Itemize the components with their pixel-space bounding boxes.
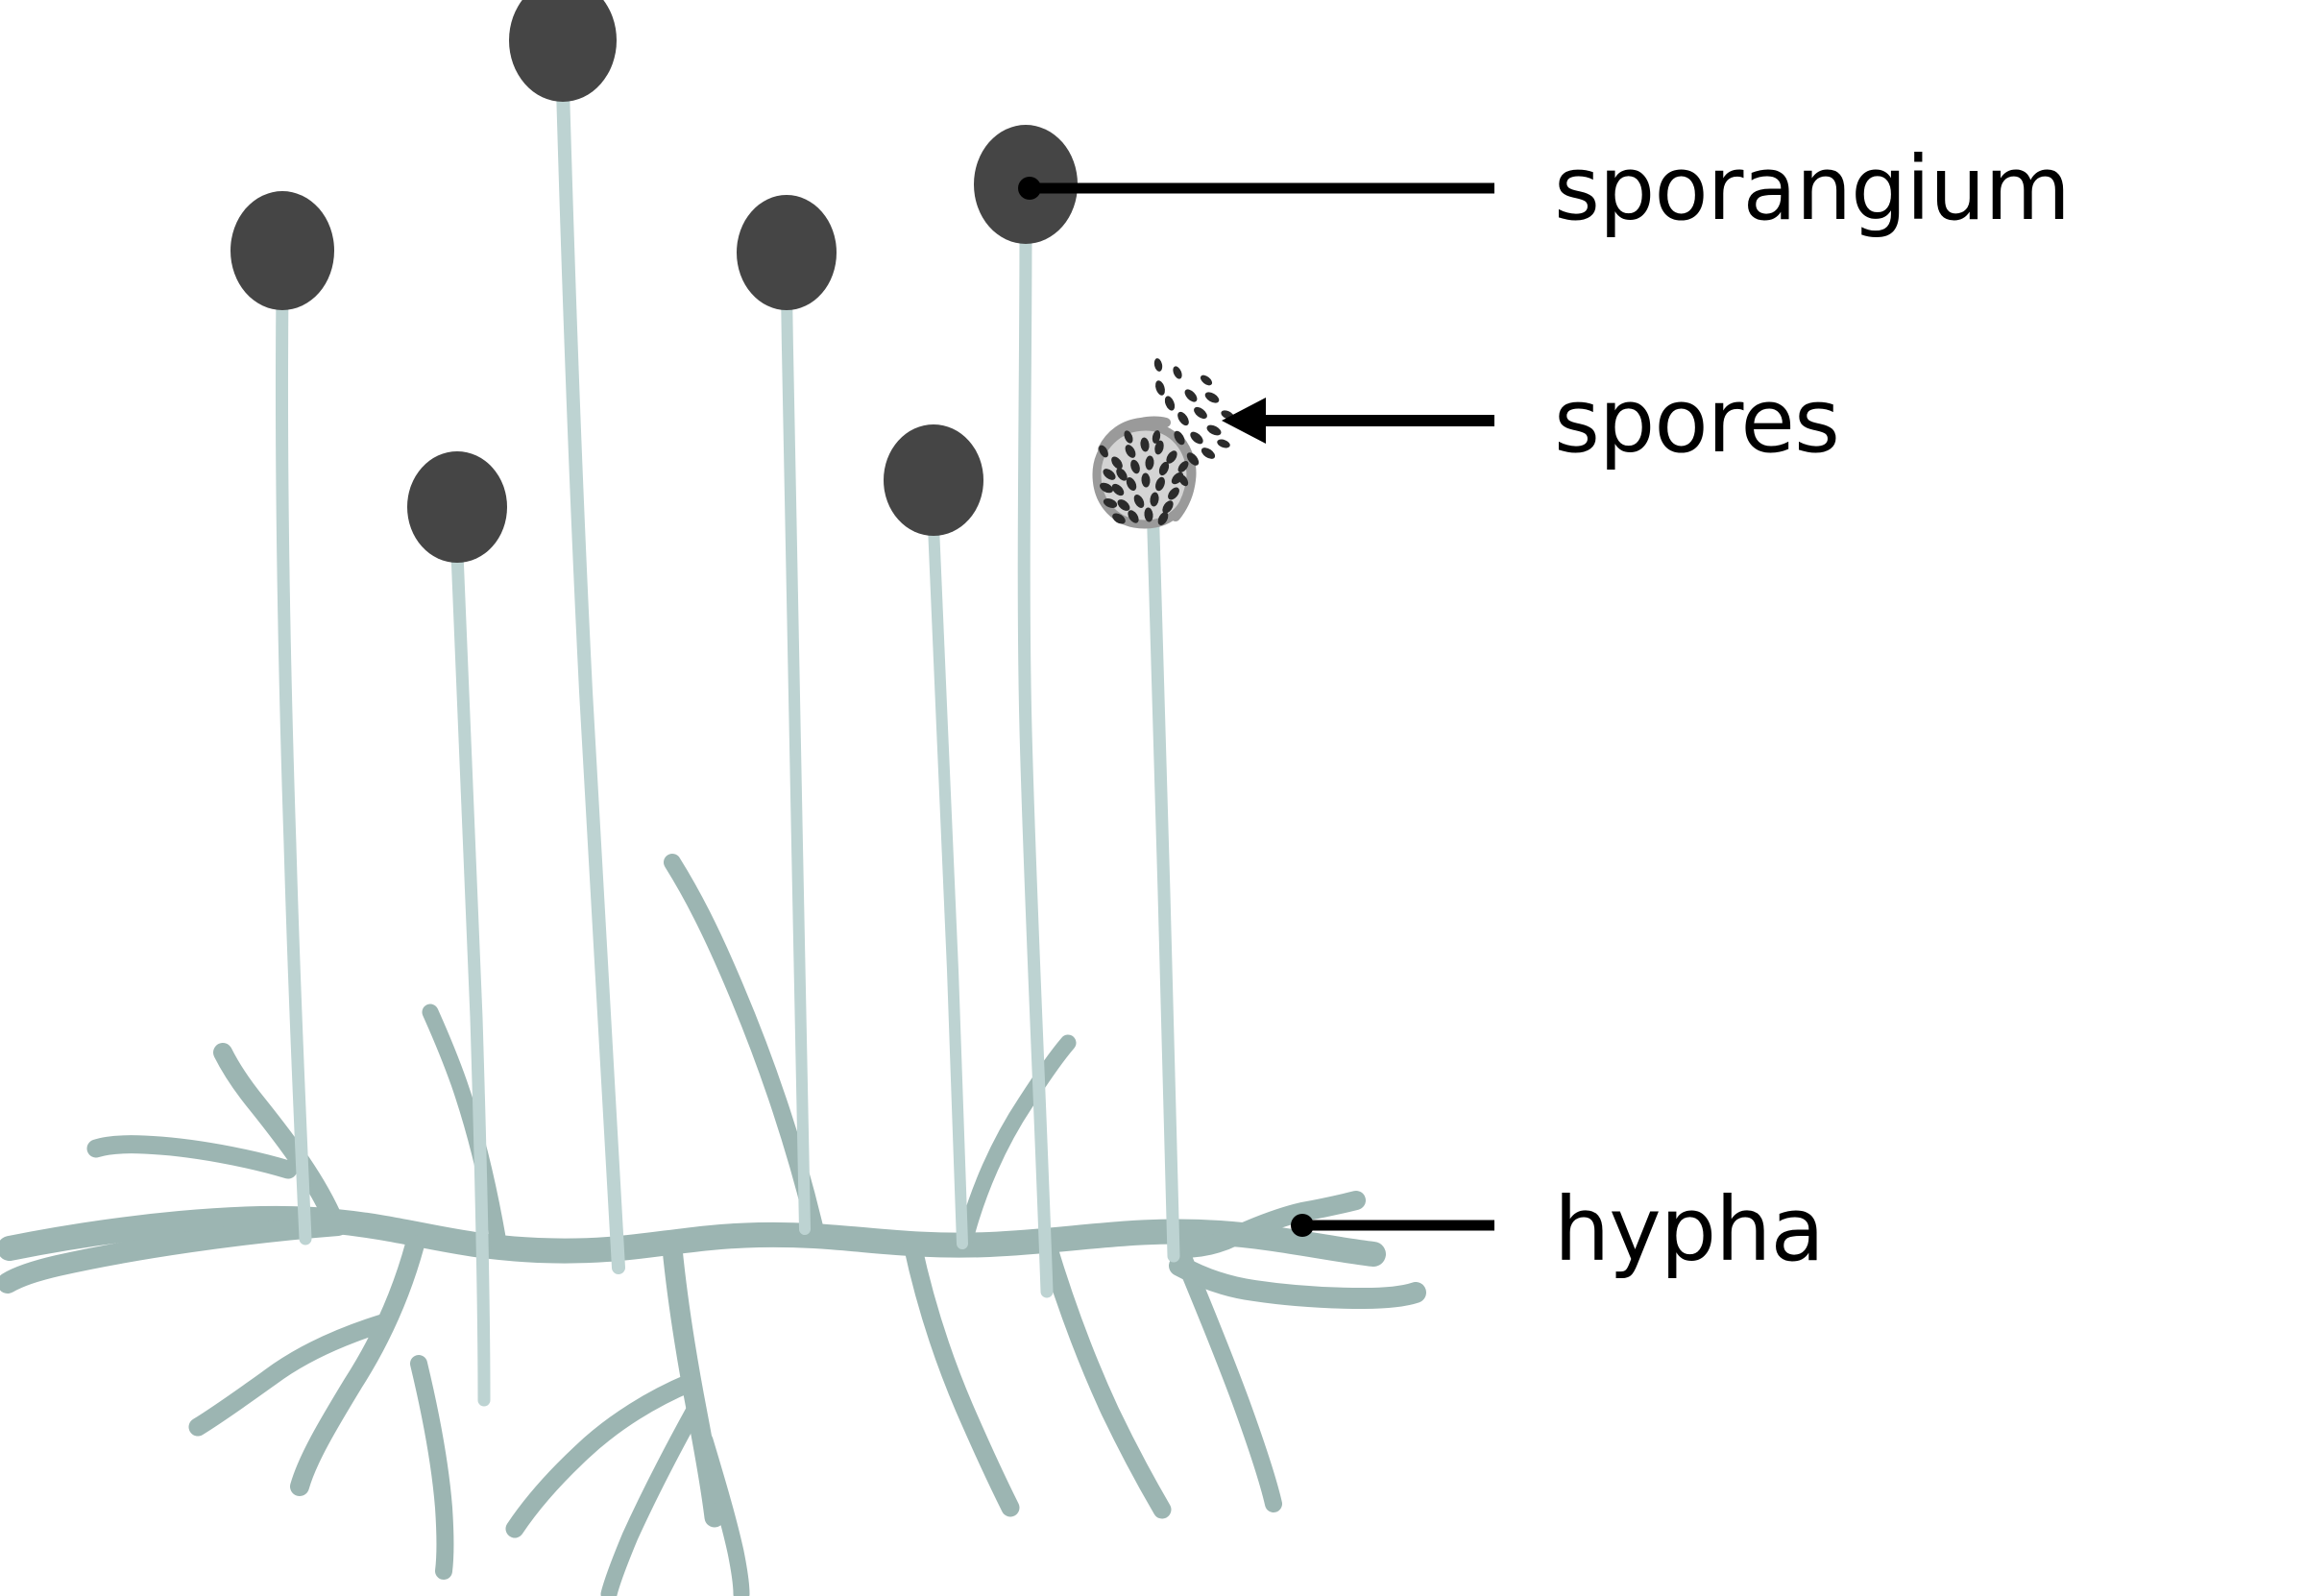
sporophore-stalk-5: [928, 520, 968, 1249]
hypha-descend-right-b: [1037, 1233, 1172, 1519]
hypha-right-labeled-branch: [1172, 1191, 1366, 1258]
leader-arrowhead-spores: [1222, 398, 1266, 444]
sporophore-stalk-group: [275, 82, 1180, 1407]
hypha-branch-upper-left: [213, 1043, 344, 1231]
hypha-descend-center-fork-a: [505, 1373, 699, 1538]
hypha-left-horizontal: [0, 1215, 349, 1294]
burst-sporangium-rim-right: [1171, 435, 1197, 521]
hypha-descend-right-a: [903, 1235, 1020, 1517]
escaping-spores: [1153, 358, 1234, 487]
sporophore-stalk-3: [450, 546, 491, 1407]
leader-dot-hypha: [1291, 1214, 1314, 1237]
hypha-spike-mid-right: [957, 1034, 1077, 1247]
sporangium-head-1: [230, 191, 334, 310]
hypha-network: [0, 854, 1426, 1596]
hypha-descend-left-fork2: [410, 1355, 454, 1580]
sporangium-head-3: [407, 451, 507, 563]
sporangium-head-2: [509, 0, 617, 102]
sporophore-stalk-2: [556, 82, 625, 1274]
label-hypha: hypha: [1554, 1178, 1824, 1281]
hypha-descend-center-fork-b: [696, 1432, 750, 1596]
internal-spores: [1099, 430, 1189, 525]
sporangium-head-group: [230, 0, 1078, 563]
hypha-descend-left-fork: [188, 1314, 392, 1437]
label-sporangium: sporangium: [1554, 137, 2070, 240]
sporangium-head-4: [737, 195, 837, 310]
hypha-branch-upper-left-fork: [86, 1135, 298, 1179]
hypha-right-lower-horizontal: [1169, 1255, 1426, 1310]
label-group: sporangium spores hypha: [1554, 137, 2071, 1281]
sporophore-stalk-7-bursting: [1146, 493, 1180, 1263]
bursting-sporangium: [1092, 358, 1234, 529]
sporophore-stalk-1: [275, 281, 312, 1245]
leader-dot-sporangium: [1018, 177, 1041, 200]
sporophore-stalk-4: [781, 284, 811, 1235]
leader-line-group: [1018, 177, 1494, 1237]
label-spores: spores: [1554, 370, 1839, 472]
burst-sporangium-rim-left: [1098, 416, 1171, 454]
sporophore-stalk-6: [1017, 216, 1054, 1298]
sporangium-head-5: [884, 424, 983, 536]
hypha-descend-left: [290, 1235, 425, 1496]
hypha-spike-mid-left: [422, 1004, 508, 1257]
hypha-descend-center-fork-c: [600, 1403, 702, 1596]
